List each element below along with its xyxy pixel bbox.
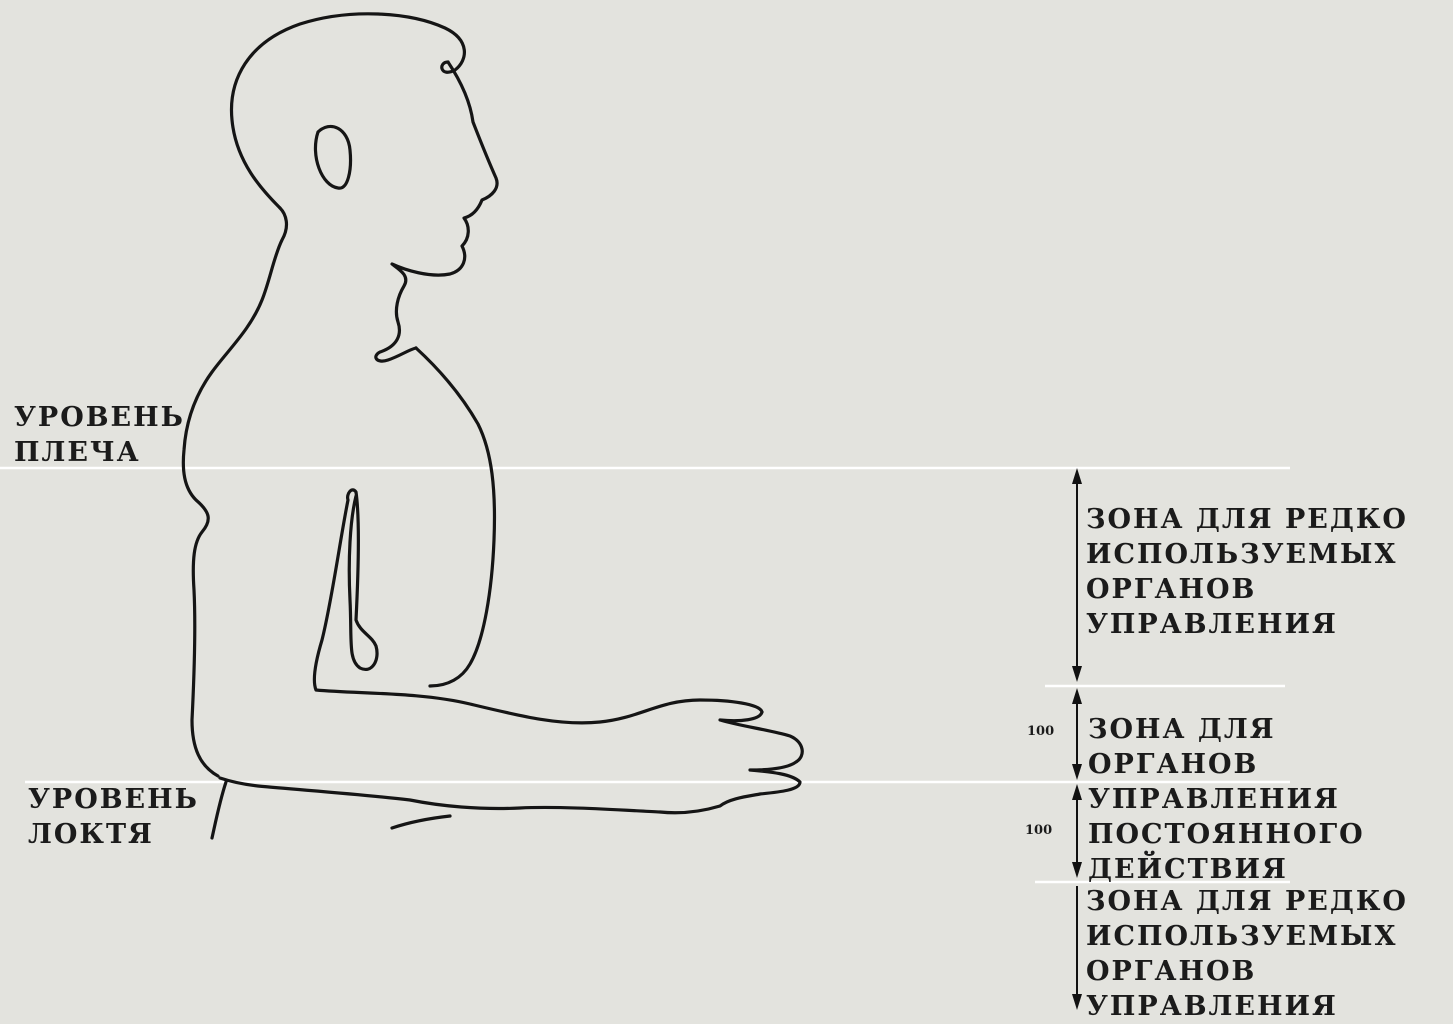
hip-outline	[212, 782, 226, 838]
below-elbow-dimension-value: 100	[1025, 823, 1052, 838]
middle-zone-lower-dimension	[1072, 784, 1082, 878]
ear-outline	[315, 126, 350, 188]
lower-zone-dimension	[1072, 886, 1082, 1010]
upper-zone-dimension	[1072, 468, 1082, 682]
middle-zone-label: ЗОНА ДЛЯ ОРГАНОВ УПРАВЛЕНИЯ ПОСТОЯННОГО …	[1088, 712, 1453, 887]
above-elbow-dimension-value: 100	[1027, 724, 1054, 739]
neck-back-outline	[183, 208, 286, 776]
forearm-underside-outline	[392, 816, 450, 828]
hand-outline	[220, 712, 802, 813]
elbow-level-label: УРОВЕНЬ ЛОКТЯ	[28, 782, 199, 852]
middle-zone-upper-dimension	[1072, 688, 1082, 780]
shoulder-level-label: УРОВЕНЬ ПЛЕЧА	[14, 400, 185, 470]
chest-outline	[416, 348, 494, 686]
lower-zone-label: ЗОНА ДЛЯ РЕДКО ИСПОЛЬЗУЕМЫХ ОРГАНОВ УПРА…	[1086, 884, 1408, 1024]
upper-arm-outline	[314, 490, 762, 723]
face-outline	[376, 62, 497, 361]
human-figure	[183, 14, 802, 838]
upper-zone-label: ЗОНА ДЛЯ РЕДКО ИСПОЛЬЗУЕМЫХ ОРГАНОВ УПРА…	[1086, 502, 1408, 642]
